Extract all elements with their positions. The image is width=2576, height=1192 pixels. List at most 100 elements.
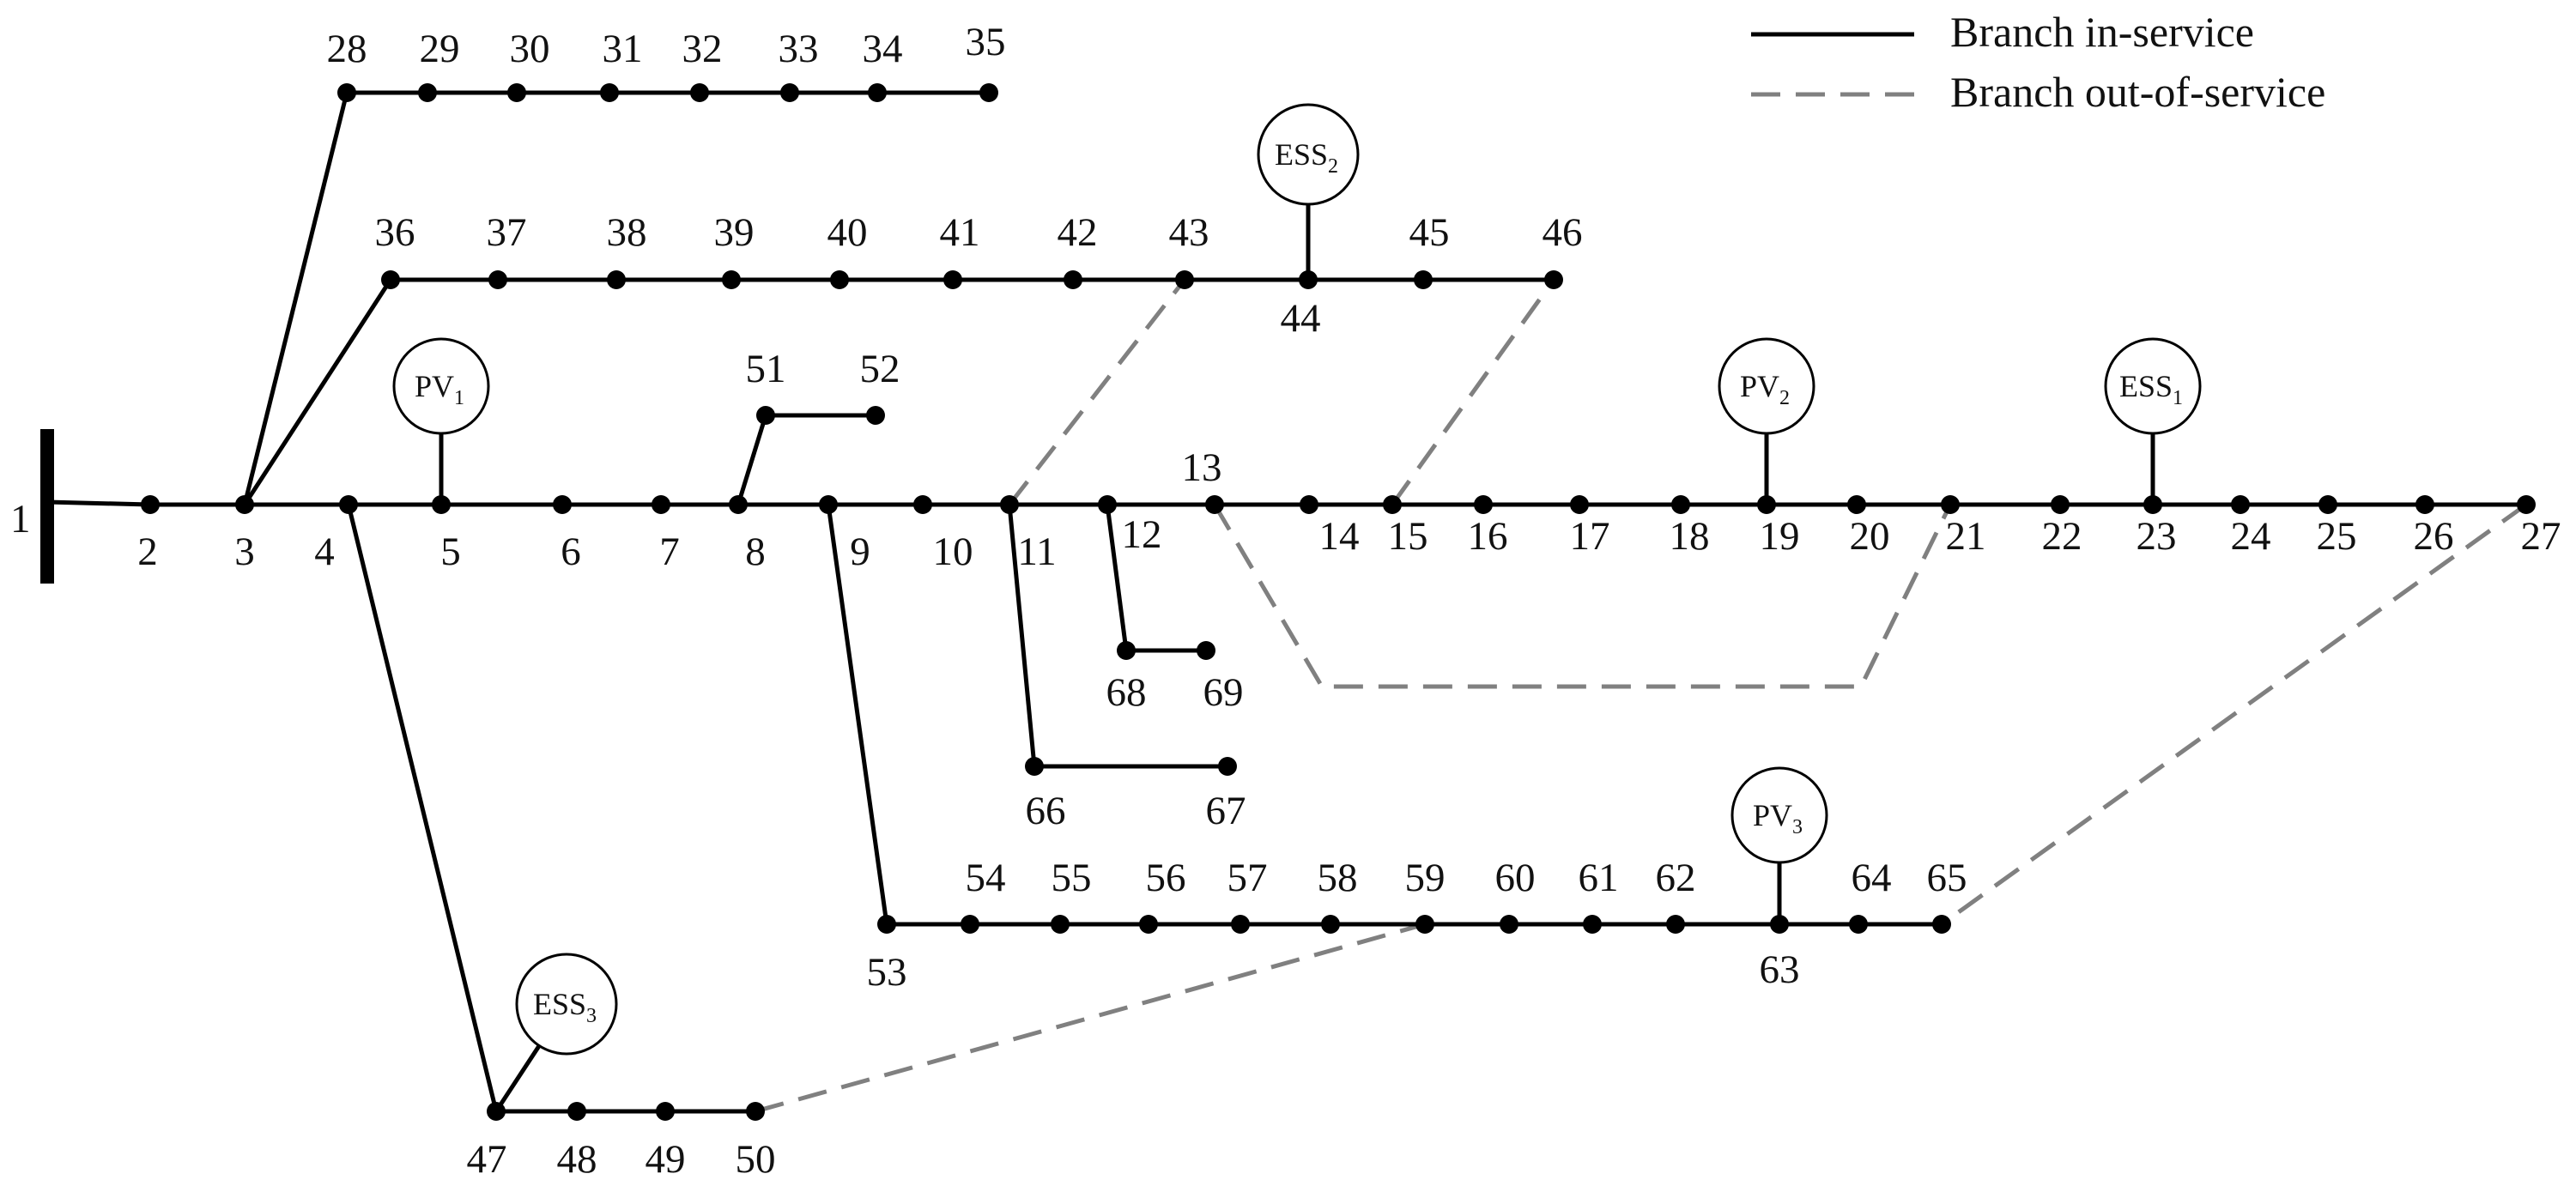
bus-label-37: 37 (487, 210, 527, 255)
bus-label-4: 4 (314, 529, 335, 574)
bus-node-60 (1500, 915, 1518, 934)
legend-in-service-label: Branch in-service (1950, 8, 2254, 56)
pv-1-symbol (392, 337, 490, 435)
branch-out-15-46 (1390, 278, 1556, 506)
bus-node-53 (877, 915, 896, 934)
bus-label-30: 30 (510, 27, 550, 71)
bus-label-62: 62 (1656, 856, 1696, 900)
bus-label-3: 3 (234, 529, 255, 574)
bus-label-22: 22 (2042, 514, 2082, 559)
bus-label-31: 31 (603, 27, 643, 71)
bus-label-25: 25 (2317, 514, 2357, 559)
bus-label-19: 19 (1760, 514, 1800, 559)
bus-node-42 (1064, 270, 1082, 289)
bus-node-37 (488, 270, 507, 289)
ess-1-symbol (2104, 337, 2202, 435)
bus-label-14: 14 (1319, 514, 1360, 559)
bus-node-19 (1757, 495, 1776, 514)
ess-2-symbol (1257, 103, 1360, 206)
bus-node-25 (2318, 495, 2337, 514)
bus-label-23: 23 (2137, 514, 2177, 559)
bus-node-28 (337, 83, 356, 102)
bus-label-60: 60 (1495, 856, 1536, 900)
bus-label-52: 52 (860, 347, 900, 391)
bus-node-68 (1117, 641, 1136, 660)
bus-label-38: 38 (607, 210, 647, 255)
bus-node-2 (141, 495, 160, 514)
bus-label-12: 12 (1122, 512, 1162, 557)
bus-node-7 (652, 495, 670, 514)
bus-label-9: 9 (850, 529, 870, 574)
bus-label-26: 26 (2414, 514, 2454, 559)
bus-label-48: 48 (557, 1137, 597, 1182)
bus-node-67 (1218, 757, 1237, 776)
bus-label-15: 15 (1388, 514, 1428, 559)
branch-4-47 (346, 504, 499, 1112)
ess-2-label: ESS2 (1275, 137, 1338, 178)
bus-label-24: 24 (2231, 514, 2271, 559)
bus-label-18: 18 (1670, 514, 1710, 559)
bus-node-13 (1205, 495, 1224, 514)
bus-node-63 (1770, 915, 1789, 934)
device-stem-ess3 (494, 1044, 542, 1113)
bus-label-10: 10 (933, 529, 973, 574)
bus-label-56: 56 (1146, 856, 1186, 900)
bus-label-6: 6 (561, 529, 581, 574)
bus-label-45: 45 (1409, 210, 1450, 255)
bus-node-61 (1583, 915, 1602, 934)
pv-2-symbol (1718, 337, 1815, 435)
bus-node-9 (819, 495, 838, 514)
bus-label-32: 32 (682, 27, 723, 71)
bus-label-34: 34 (863, 27, 903, 71)
ess-1-label: ESS1 (2119, 369, 2183, 409)
out-of-service-branches (755, 278, 2528, 1114)
bus-label-65: 65 (1927, 856, 1967, 900)
bus-node-12 (1098, 495, 1117, 514)
pv-2-label: PV2 (1740, 369, 1790, 409)
bus-node-40 (830, 270, 849, 289)
bus-label-68: 68 (1106, 670, 1147, 715)
bus-label-1: 1 (10, 497, 31, 542)
bus-node-48 (567, 1102, 586, 1121)
bus-label-39: 39 (714, 210, 755, 255)
bus-node-18 (1671, 495, 1690, 514)
bus-node-31 (600, 83, 619, 102)
bus-label-27: 27 (2521, 514, 2561, 559)
branch-12-68 (1105, 504, 1129, 651)
bus-node-44 (1299, 270, 1318, 289)
bus-label-47: 47 (467, 1137, 507, 1182)
branch-8-51 (736, 414, 768, 505)
bus-node-58 (1321, 915, 1340, 934)
bus-node-64 (1849, 915, 1868, 934)
pv-3-symbol (1730, 766, 1828, 864)
bus-label-2: 2 (137, 529, 158, 574)
bus-node-65 (1932, 915, 1951, 934)
bus-node-52 (866, 406, 885, 425)
bus-label-67: 67 (1206, 789, 1246, 833)
bus-node-21 (1941, 495, 1960, 514)
branch-3-28 (242, 92, 349, 505)
bus-label-29: 29 (420, 27, 460, 71)
bus-node-4 (339, 495, 358, 514)
bus-label-41: 41 (940, 210, 980, 255)
bus-node-32 (690, 83, 709, 102)
bus-label-64: 64 (1852, 856, 1892, 900)
legend: Branch in-service Branch out-of-service (1751, 8, 2325, 116)
bus-label-58: 58 (1318, 856, 1358, 900)
bus-label-16: 16 (1468, 514, 1508, 559)
bus-label-43: 43 (1169, 210, 1209, 255)
bus-label-53: 53 (867, 950, 907, 995)
branch-out-11-43 (1008, 278, 1186, 506)
bus-node-14 (1300, 495, 1318, 514)
bus-label-57: 57 (1227, 856, 1268, 900)
bus-node-49 (656, 1102, 675, 1121)
bus-label-66: 66 (1026, 789, 1066, 833)
bus-node-24 (2231, 495, 2250, 514)
bus-node-43 (1175, 270, 1194, 289)
bus-node-5 (432, 495, 451, 514)
branch-out-27-65 (1940, 502, 2528, 927)
bus-node-30 (507, 83, 526, 102)
